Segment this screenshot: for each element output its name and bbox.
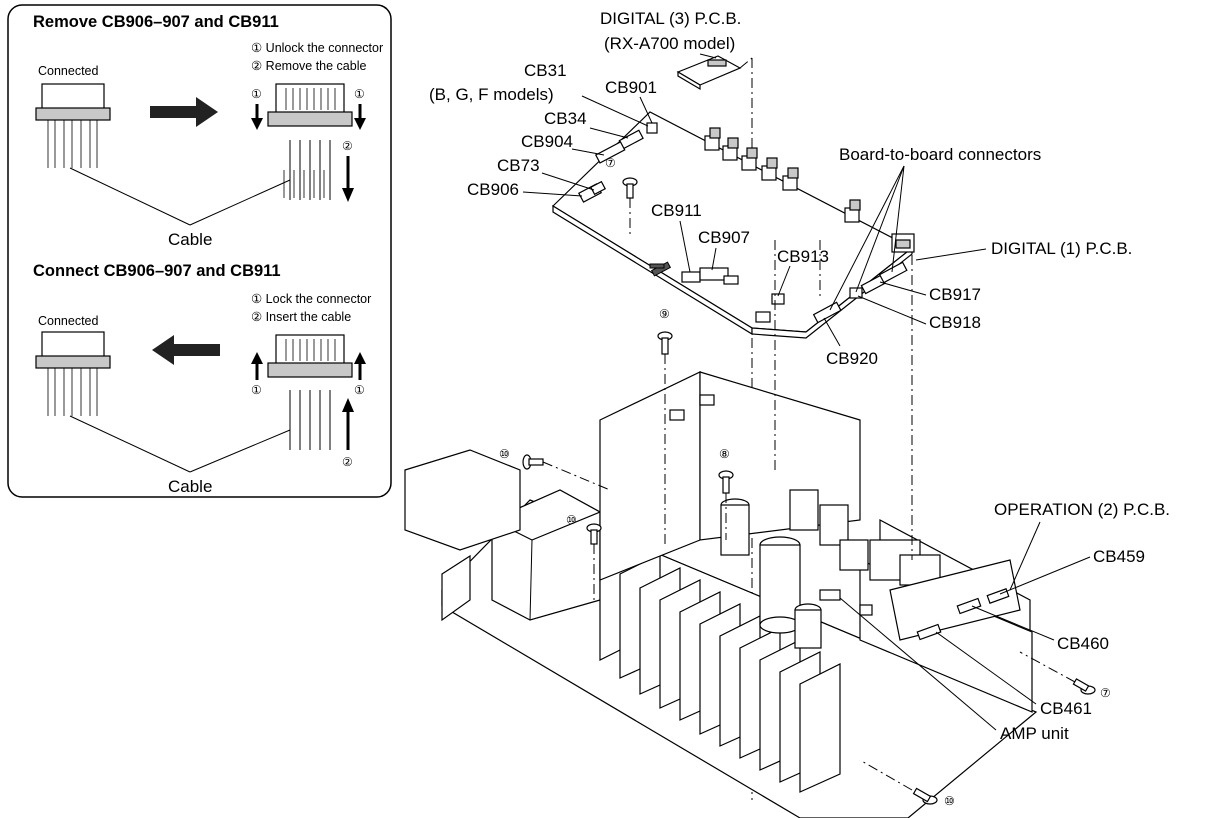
label-cb73: CB73	[497, 156, 540, 175]
label-cb904: CB904	[521, 132, 573, 151]
svg-text:①: ①	[354, 87, 365, 101]
main-chassis	[404, 371, 1038, 818]
label-board-to-board: Board-to-board connectors	[839, 145, 1041, 164]
remove-connected-label: Connected	[38, 64, 99, 78]
label-cb907: CB907	[698, 228, 750, 247]
screw-10-left	[522, 454, 611, 491]
screw-7-right	[1019, 651, 1096, 695]
svg-text:①: ①	[251, 87, 262, 101]
label-cb913: CB913	[777, 247, 829, 266]
remove-title: Remove CB906–907 and CB911	[33, 13, 279, 31]
connect-cable-label: Cable	[168, 477, 212, 496]
label-cb918: CB918	[929, 313, 981, 332]
remove-cable-arrow-icon: ②	[342, 139, 354, 202]
digital-1-pcb	[552, 111, 915, 339]
connect-title: Connect CB906–907 and CB911	[33, 262, 281, 280]
screw-9	[657, 331, 673, 545]
connect-step-insert-cable: ② Insert the cable	[251, 310, 351, 324]
label-cb31-models: (B, G, F models)	[429, 85, 554, 104]
label-cb901: CB901	[605, 78, 657, 97]
label-digital-1-pcb: DIGITAL (1) P.C.B.	[991, 239, 1132, 258]
label-cb34: CB34	[544, 109, 587, 128]
label-amp-unit: AMP unit	[1000, 724, 1069, 743]
label-screw-10-left: ⑩	[499, 447, 510, 461]
label-screw-7-top: ⑦	[605, 156, 616, 170]
unlock-arrows-icon: ① ①	[251, 87, 366, 130]
remove-connected-connector	[35, 83, 111, 168]
remove-arrow-icon	[150, 97, 218, 127]
screw-10-center	[586, 523, 602, 600]
remove-step-unlock: ① Unlock the connector	[251, 41, 383, 55]
remove-cable-label: Cable	[168, 230, 212, 249]
label-screw-8: ⑧	[719, 447, 730, 461]
label-cb920: CB920	[826, 349, 878, 368]
insert-cable-arrow-icon: ②	[342, 398, 354, 469]
svg-text:②: ②	[342, 455, 353, 469]
connect-locked-connector	[267, 334, 353, 450]
label-cb461: CB461	[1040, 699, 1092, 718]
screw-8	[718, 470, 734, 540]
svg-text:②: ②	[342, 139, 353, 153]
label-digital-3-model: (RX-A700 model)	[604, 34, 735, 53]
svg-text:①: ①	[354, 383, 365, 397]
label-cb459: CB459	[1093, 547, 1145, 566]
connector-instructions-panel: Remove CB906–907 and CB911 ① Unlock the …	[7, 4, 392, 498]
label-screw-10-bottom: ⑩	[944, 794, 955, 808]
connect-connected-label: Connected	[38, 314, 99, 328]
label-cb917: CB917	[929, 285, 981, 304]
label-cb31: CB31	[524, 61, 567, 80]
lock-arrows-icon: ① ①	[251, 352, 366, 397]
label-digital-3-pcb: DIGITAL (3) P.C.B.	[600, 9, 741, 28]
label-cb906: CB906	[467, 180, 519, 199]
remove-unlocked-connector	[267, 83, 353, 200]
label-screw-7-right: ⑦	[1100, 686, 1111, 700]
connect-connected-connector	[35, 331, 111, 416]
screw-10-bottom	[859, 759, 938, 805]
label-screw-10-center: ⑩	[566, 513, 577, 527]
connect-arrow-icon	[152, 335, 220, 365]
digital-3-pcb	[676, 55, 742, 91]
label-operation-2-pcb: OPERATION (2) P.C.B.	[994, 500, 1170, 519]
remove-step-remove-cable: ② Remove the cable	[251, 59, 366, 73]
label-cb911: CB911	[651, 201, 702, 220]
connect-step-lock: ① Lock the connector	[251, 292, 371, 306]
svg-text:①: ①	[251, 383, 262, 397]
screw-7-top	[622, 177, 638, 235]
label-screw-9: ⑨	[659, 307, 670, 321]
label-cb460: CB460	[1057, 634, 1109, 653]
